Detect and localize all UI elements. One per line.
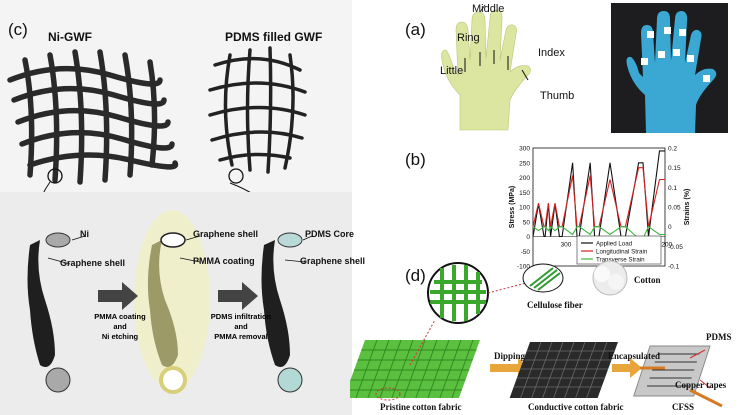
ni-gwf-mesh: [7, 49, 179, 185]
y2-axis-label: Strains (%): [684, 189, 691, 226]
x-tick-label: 1200: [658, 242, 673, 249]
panel-b-letter: (b): [405, 150, 426, 169]
stage1-top-label: Ni: [80, 229, 89, 239]
arrow1-line3: Ni etching: [101, 332, 139, 341]
y2-tick-label: 0.15: [668, 165, 681, 172]
y-tick-label: 50: [523, 219, 531, 226]
stress-strain-chart: 300 250 200 150 100 50 0 -50 -100 0.2 0.15 0.1 0.05 0…: [509, 146, 691, 271]
cotton-label: Cotton: [634, 275, 661, 285]
panel-a-letter: (a): [405, 20, 426, 39]
y2-tick-label: 0.1: [668, 185, 677, 192]
y-tick-label: 300: [519, 146, 530, 153]
legend-entry: Applied Load: [596, 240, 633, 247]
hand-illustration: [441, 4, 531, 131]
finger-thumb-label: Thumb: [540, 90, 575, 102]
panel-c-title-right: PDMS filled GWF: [225, 30, 323, 44]
arrow2-line3: PMMA removal: [214, 332, 268, 341]
copper-tapes-label: Copper tapes: [675, 380, 727, 390]
pdms-label: PDMS: [706, 332, 732, 342]
y-axis-label: Stress (MPa): [509, 186, 516, 228]
encapsulated-label: Encapsulated: [608, 351, 661, 361]
dipping-label: Dipping: [494, 351, 526, 361]
y-tick-label: 100: [519, 205, 530, 212]
stage1-side-label: Graphene shell: [60, 258, 126, 268]
y-tick-label: 250: [519, 160, 530, 167]
cfss-label: CFSS: [672, 402, 695, 412]
cellulose-fiber-label: Cellulose fiber: [527, 300, 583, 310]
arrow2-caption: PDMS infiltration and PMMA removal: [206, 312, 276, 342]
conductive-fabric: [509, 342, 618, 398]
cfss-device: [633, 345, 711, 397]
x-tick-label: 300: [561, 242, 572, 249]
y2-tick-label: -0.1: [668, 264, 680, 271]
legend-entry: Longitudinal Strain: [596, 248, 648, 255]
y-tick-label: -50: [521, 249, 531, 256]
glove-graphic: [626, 11, 717, 133]
pristine-fabric: [350, 340, 480, 398]
finger-index-label: Index: [538, 47, 565, 59]
y-tick-label: 200: [519, 175, 530, 182]
arrow1-line1: PMMA coating: [94, 312, 146, 321]
finger-ring-label: Ring: [457, 32, 480, 44]
panel-c-title-left: Ni-GWF: [48, 30, 92, 44]
arrow2-line2: and: [234, 322, 248, 331]
y-tick-label: -100: [517, 264, 530, 271]
finger-little-label: Little: [440, 65, 464, 77]
stage3-side-label: Graphene shell: [300, 256, 366, 266]
stage2-side-label: PMMA coating: [193, 256, 255, 266]
y-tick-label: 150: [519, 190, 530, 197]
pdms-gwf-mesh: [208, 46, 307, 174]
conductive-fabric-label: Conductive cotton fabric: [528, 402, 624, 412]
arrow2-line1: PDMS infiltration: [210, 312, 272, 321]
legend-entry: Transverse Strain: [596, 256, 645, 263]
finger-middle-label: Middle: [472, 3, 505, 15]
panel-d-graphics: [350, 260, 723, 408]
panel-d-letter: (d): [405, 266, 426, 285]
arrow1-caption: PMMA coating and Ni etching: [88, 312, 152, 342]
stage3-top-label: PDMS Core: [305, 229, 355, 239]
panel-c-graphics: [0, 46, 352, 415]
arrow1-line2: and: [113, 322, 127, 331]
y-tick-label: 0: [526, 234, 530, 241]
panel-c-letter: (c): [8, 20, 28, 39]
y2-tick-label: 0.05: [668, 205, 681, 212]
glove-photo: [611, 3, 728, 133]
y2-tick-label: -0.05: [668, 244, 683, 251]
y2-tick-label: 0.2: [668, 146, 677, 153]
pristine-fabric-label: Pristine cotton fabric: [380, 402, 462, 412]
stage2-top-label: Graphene shell: [193, 229, 259, 239]
y2-tick-label: 0: [668, 224, 672, 231]
